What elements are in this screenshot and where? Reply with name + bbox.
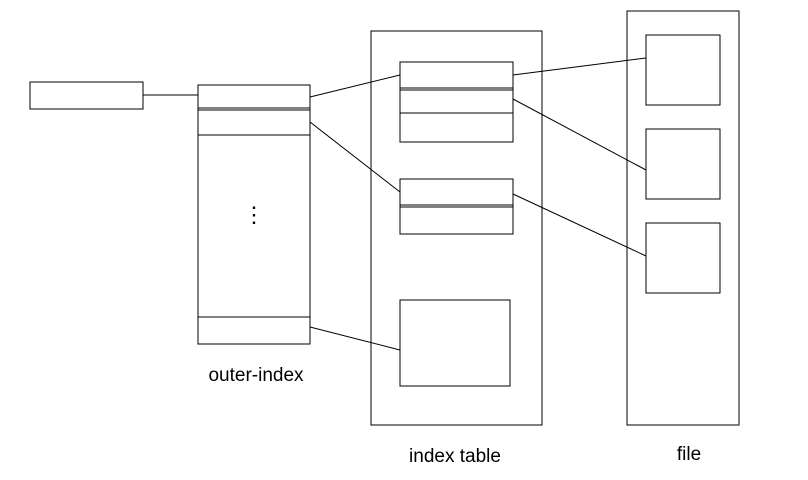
file-block-2	[645, 128, 721, 200]
index-table-label: index table	[409, 446, 501, 467]
file-block-1	[645, 34, 721, 106]
inner-index-block-3	[399, 299, 511, 387]
outer-index-ellipsis: ⋮	[243, 202, 265, 227]
file-label: file	[677, 444, 701, 465]
inner-to-file-connector	[512, 98, 647, 171]
root-pointer-box	[29, 81, 144, 110]
file-block-3	[645, 222, 721, 294]
outer-index-label: outer-index	[208, 365, 304, 386]
outer-index-block	[197, 84, 311, 345]
outer-to-inner-connector	[309, 326, 401, 351]
inner-to-file-connector	[512, 193, 647, 257]
inner-to-file-connector	[512, 57, 647, 76]
outer-to-inner-connector	[309, 74, 401, 98]
inner-index-block-1	[399, 61, 514, 143]
outer-to-inner-connector	[309, 121, 401, 193]
